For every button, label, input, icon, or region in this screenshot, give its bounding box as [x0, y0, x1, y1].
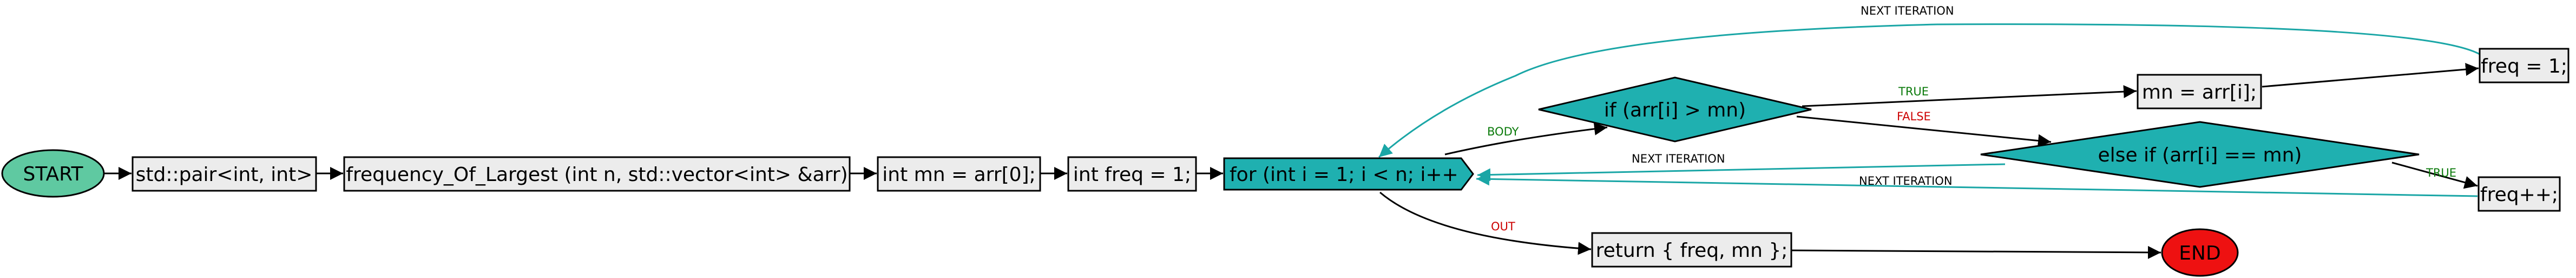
reset-freq-node: freq = 1;	[2479, 48, 2570, 83]
edge-for-to-return-out	[1379, 191, 1592, 255]
inc-freq-node: freq++;	[2478, 176, 2561, 212]
edge-elseif-to-for-next-iteration	[1477, 163, 2006, 182]
if-condition-node: if (arr[i] > mn)	[1538, 76, 1812, 143]
edge-inc-to-for-next-iteration	[1476, 172, 2478, 197]
assign-mn-node: mn = arr[i];	[2137, 74, 2262, 109]
true-label-elseif: TRUE	[2426, 166, 2456, 179]
elseif-condition-node: else if (arr[i] == mn)	[1980, 121, 2420, 188]
for-loop-node: for (int i = 1; i < n; i++	[1223, 157, 1474, 191]
end-node: END	[2161, 228, 2239, 277]
true-label-if: TRUE	[1898, 85, 1929, 98]
edge-if-to-elseif-false	[1796, 115, 2052, 147]
edge-for-to-if-body	[1444, 122, 1608, 156]
edge-assign-to-reset	[2262, 63, 2479, 88]
signature-type-label: std::pair<int, int>	[136, 164, 313, 186]
loop-back-edges	[1378, 23, 2480, 197]
init-freq-label: int freq = 1;	[1073, 164, 1191, 186]
start-label: START	[23, 163, 83, 185]
edge-labels: BODY OUT TRUE FALSE TRUE NEXT ITERATION …	[1487, 4, 2456, 233]
main-flow-edges	[104, 63, 2479, 259]
edge-reset-to-for-next-iteration	[1378, 23, 2480, 158]
edge-return-to-end	[1791, 245, 2161, 259]
elseif-condition-label: else if (arr[i] == mn)	[2098, 144, 2302, 166]
return-label: return { freq, mn };	[1596, 240, 1788, 262]
reset-freq-label: freq = 1;	[2481, 55, 2567, 77]
body-label: BODY	[1487, 125, 1519, 138]
next-iteration-label-mid: NEXT ITERATION	[1632, 152, 1725, 165]
next-iteration-label-low: NEXT ITERATION	[1859, 174, 1953, 188]
function-name-label: frequency_Of_Largest (int n, std::vector…	[346, 164, 847, 186]
init-mn-label: int mn = arr[0];	[882, 164, 1035, 186]
for-loop-label: for (int i = 1; i < n; i++	[1230, 164, 1458, 186]
if-condition-label: if (arr[i] > mn)	[1604, 99, 1746, 121]
function-name-node: frequency_Of_Largest (int n, std::vector…	[343, 156, 851, 192]
false-label-if: FALSE	[1897, 110, 1931, 123]
edge-if-to-assign-true	[1802, 85, 2137, 107]
next-iteration-label-top: NEXT ITERATION	[1861, 4, 1954, 17]
inc-freq-label: freq++;	[2480, 184, 2558, 206]
return-node: return { freq, mn };	[1591, 232, 1792, 268]
init-freq-node: int freq = 1;	[1067, 156, 1197, 192]
out-label: OUT	[1491, 220, 1515, 233]
start-node: START	[1, 149, 105, 198]
init-mn-node: int mn = arr[0];	[877, 156, 1041, 192]
end-label: END	[2179, 242, 2220, 264]
assign-mn-label: mn = arr[i];	[2142, 81, 2257, 104]
signature-type-node: std::pair<int, int>	[132, 156, 317, 192]
edge-elseif-to-inc-true	[2391, 161, 2478, 189]
